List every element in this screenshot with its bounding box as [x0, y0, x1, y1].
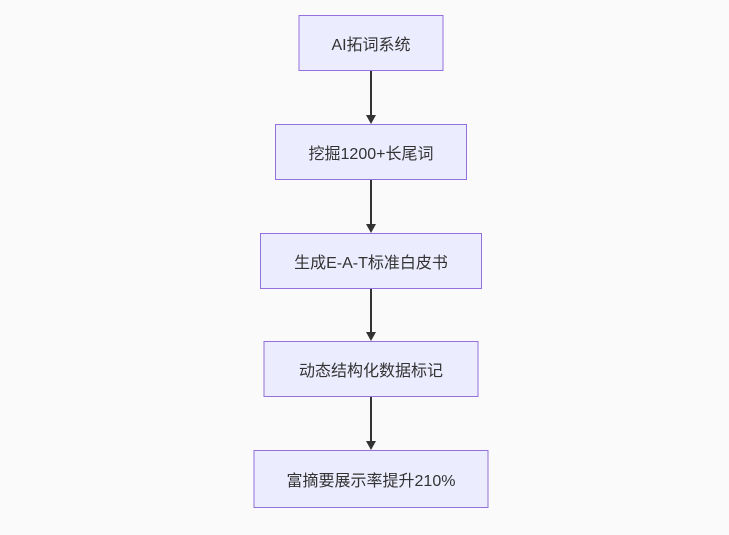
arrow-line	[370, 397, 372, 442]
flow-node-generate-eat-whitepaper: 生成E-A-T标准白皮书	[260, 233, 482, 289]
flow-node-mine-longtail-keywords: 挖掘1200+长尾词	[275, 124, 467, 180]
flow-arrow-3	[366, 289, 376, 341]
flow-arrow-1	[366, 71, 376, 124]
flow-node-label: 动态结构化数据标记	[298, 363, 443, 380]
flow-node-label: 生成E-A-T标准白皮书	[294, 255, 448, 272]
flow-node-label: 富摘要展示率提升210%	[286, 473, 456, 490]
flow-node-label: AI拓词系统	[331, 37, 411, 54]
arrow-head-down-icon	[366, 441, 376, 450]
flow-node-dynamic-structured-data-markup: 动态结构化数据标记	[263, 341, 479, 397]
flow-node-ai-topic-system: AI拓词系统	[298, 15, 444, 71]
flow-node-rich-snippet-rate-increase: 富摘要展示率提升210%	[253, 450, 489, 508]
arrow-head-down-icon	[366, 332, 376, 341]
flow-arrow-4	[366, 397, 376, 450]
arrow-line	[370, 180, 372, 225]
arrow-head-down-icon	[366, 115, 376, 124]
arrow-line	[370, 71, 372, 116]
flow-arrow-2	[366, 180, 376, 233]
arrow-line	[370, 289, 372, 333]
arrow-head-down-icon	[366, 224, 376, 233]
flow-node-label: 挖掘1200+长尾词	[308, 146, 434, 163]
